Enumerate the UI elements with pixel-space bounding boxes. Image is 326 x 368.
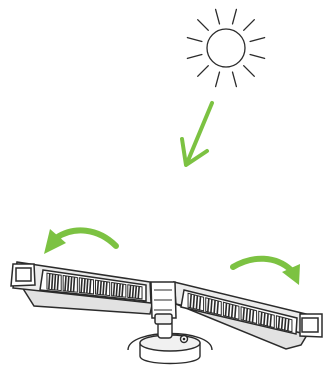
cell-stripe bbox=[118, 283, 121, 297]
sun-ray bbox=[197, 19, 209, 31]
sun-ray bbox=[214, 71, 221, 88]
cell-stripe bbox=[234, 305, 237, 319]
cell-stripe bbox=[105, 281, 108, 296]
cell-stripe bbox=[277, 316, 281, 329]
cell-stripe bbox=[86, 278, 89, 294]
cell-stripe bbox=[280, 317, 284, 330]
cell-stripe bbox=[227, 303, 231, 318]
center-hinge bbox=[150, 281, 177, 325]
solar-panel-right bbox=[173, 281, 323, 350]
cell-stripe bbox=[83, 278, 86, 294]
sun-rays bbox=[186, 8, 266, 88]
sun-ray bbox=[186, 36, 203, 43]
sun-ray bbox=[243, 19, 255, 31]
arrow-down-left-icon bbox=[180, 101, 214, 167]
curved-arrow-right-icon bbox=[230, 255, 300, 285]
cell-stripe bbox=[88, 279, 92, 294]
sun-ray bbox=[249, 53, 266, 60]
cell-stripe bbox=[263, 312, 266, 326]
cell-stripe bbox=[283, 318, 287, 331]
cell-stripe bbox=[224, 303, 228, 317]
cell-stripe bbox=[189, 294, 192, 309]
solar-panel-left bbox=[10, 261, 155, 315]
right-panel-cells bbox=[187, 292, 293, 333]
cell-stripe bbox=[64, 275, 67, 292]
cell-stripe bbox=[260, 312, 263, 325]
cell-stripe bbox=[69, 276, 73, 292]
cell-stripe bbox=[242, 307, 245, 321]
cell-stripe bbox=[56, 274, 60, 291]
sun-icon bbox=[186, 8, 266, 88]
cell-stripe bbox=[198, 296, 202, 311]
sun-ray bbox=[243, 65, 255, 77]
cell-stripe bbox=[72, 277, 76, 292]
cell-stripe bbox=[80, 278, 83, 293]
sun-ray bbox=[231, 71, 238, 88]
cell-stripe bbox=[53, 274, 57, 291]
stand-base bbox=[127, 319, 213, 365]
cell-stripe bbox=[245, 308, 249, 322]
cell-stripe bbox=[195, 295, 199, 310]
cell-stripe bbox=[48, 273, 51, 290]
sun-ray bbox=[249, 36, 266, 43]
curved-arrow-left-icon bbox=[44, 227, 119, 254]
cell-stripe bbox=[269, 314, 272, 327]
cell-stripe bbox=[121, 284, 124, 297]
cell-stripe bbox=[192, 294, 196, 309]
sun-ray bbox=[214, 8, 221, 25]
cell-stripe bbox=[112, 282, 116, 297]
cell-stripe bbox=[96, 280, 100, 295]
cell-stripe bbox=[102, 281, 105, 296]
cell-stripe bbox=[251, 309, 255, 323]
cell-stripe bbox=[115, 283, 119, 297]
cell-stripe bbox=[213, 300, 216, 314]
cell-stripe bbox=[287, 318, 290, 332]
cell-stripe bbox=[216, 300, 219, 315]
cell-stripe bbox=[230, 304, 234, 318]
cell-stripe bbox=[207, 298, 210, 313]
cell-stripe bbox=[128, 285, 132, 298]
sun-ray bbox=[231, 8, 238, 25]
sun-ray bbox=[186, 53, 203, 60]
cell-stripe bbox=[99, 280, 102, 295]
left-panel-cells bbox=[46, 272, 143, 300]
cell-stripe bbox=[266, 313, 269, 327]
cell-stripe bbox=[248, 309, 252, 322]
cell-stripe bbox=[210, 299, 213, 313]
sun-ray bbox=[197, 65, 209, 77]
cell-stripe bbox=[134, 285, 138, 299]
cell-stripe bbox=[137, 286, 140, 299]
cell-stripe bbox=[131, 285, 135, 299]
cell-stripe bbox=[50, 273, 54, 290]
cell-stripe bbox=[67, 276, 70, 292]
